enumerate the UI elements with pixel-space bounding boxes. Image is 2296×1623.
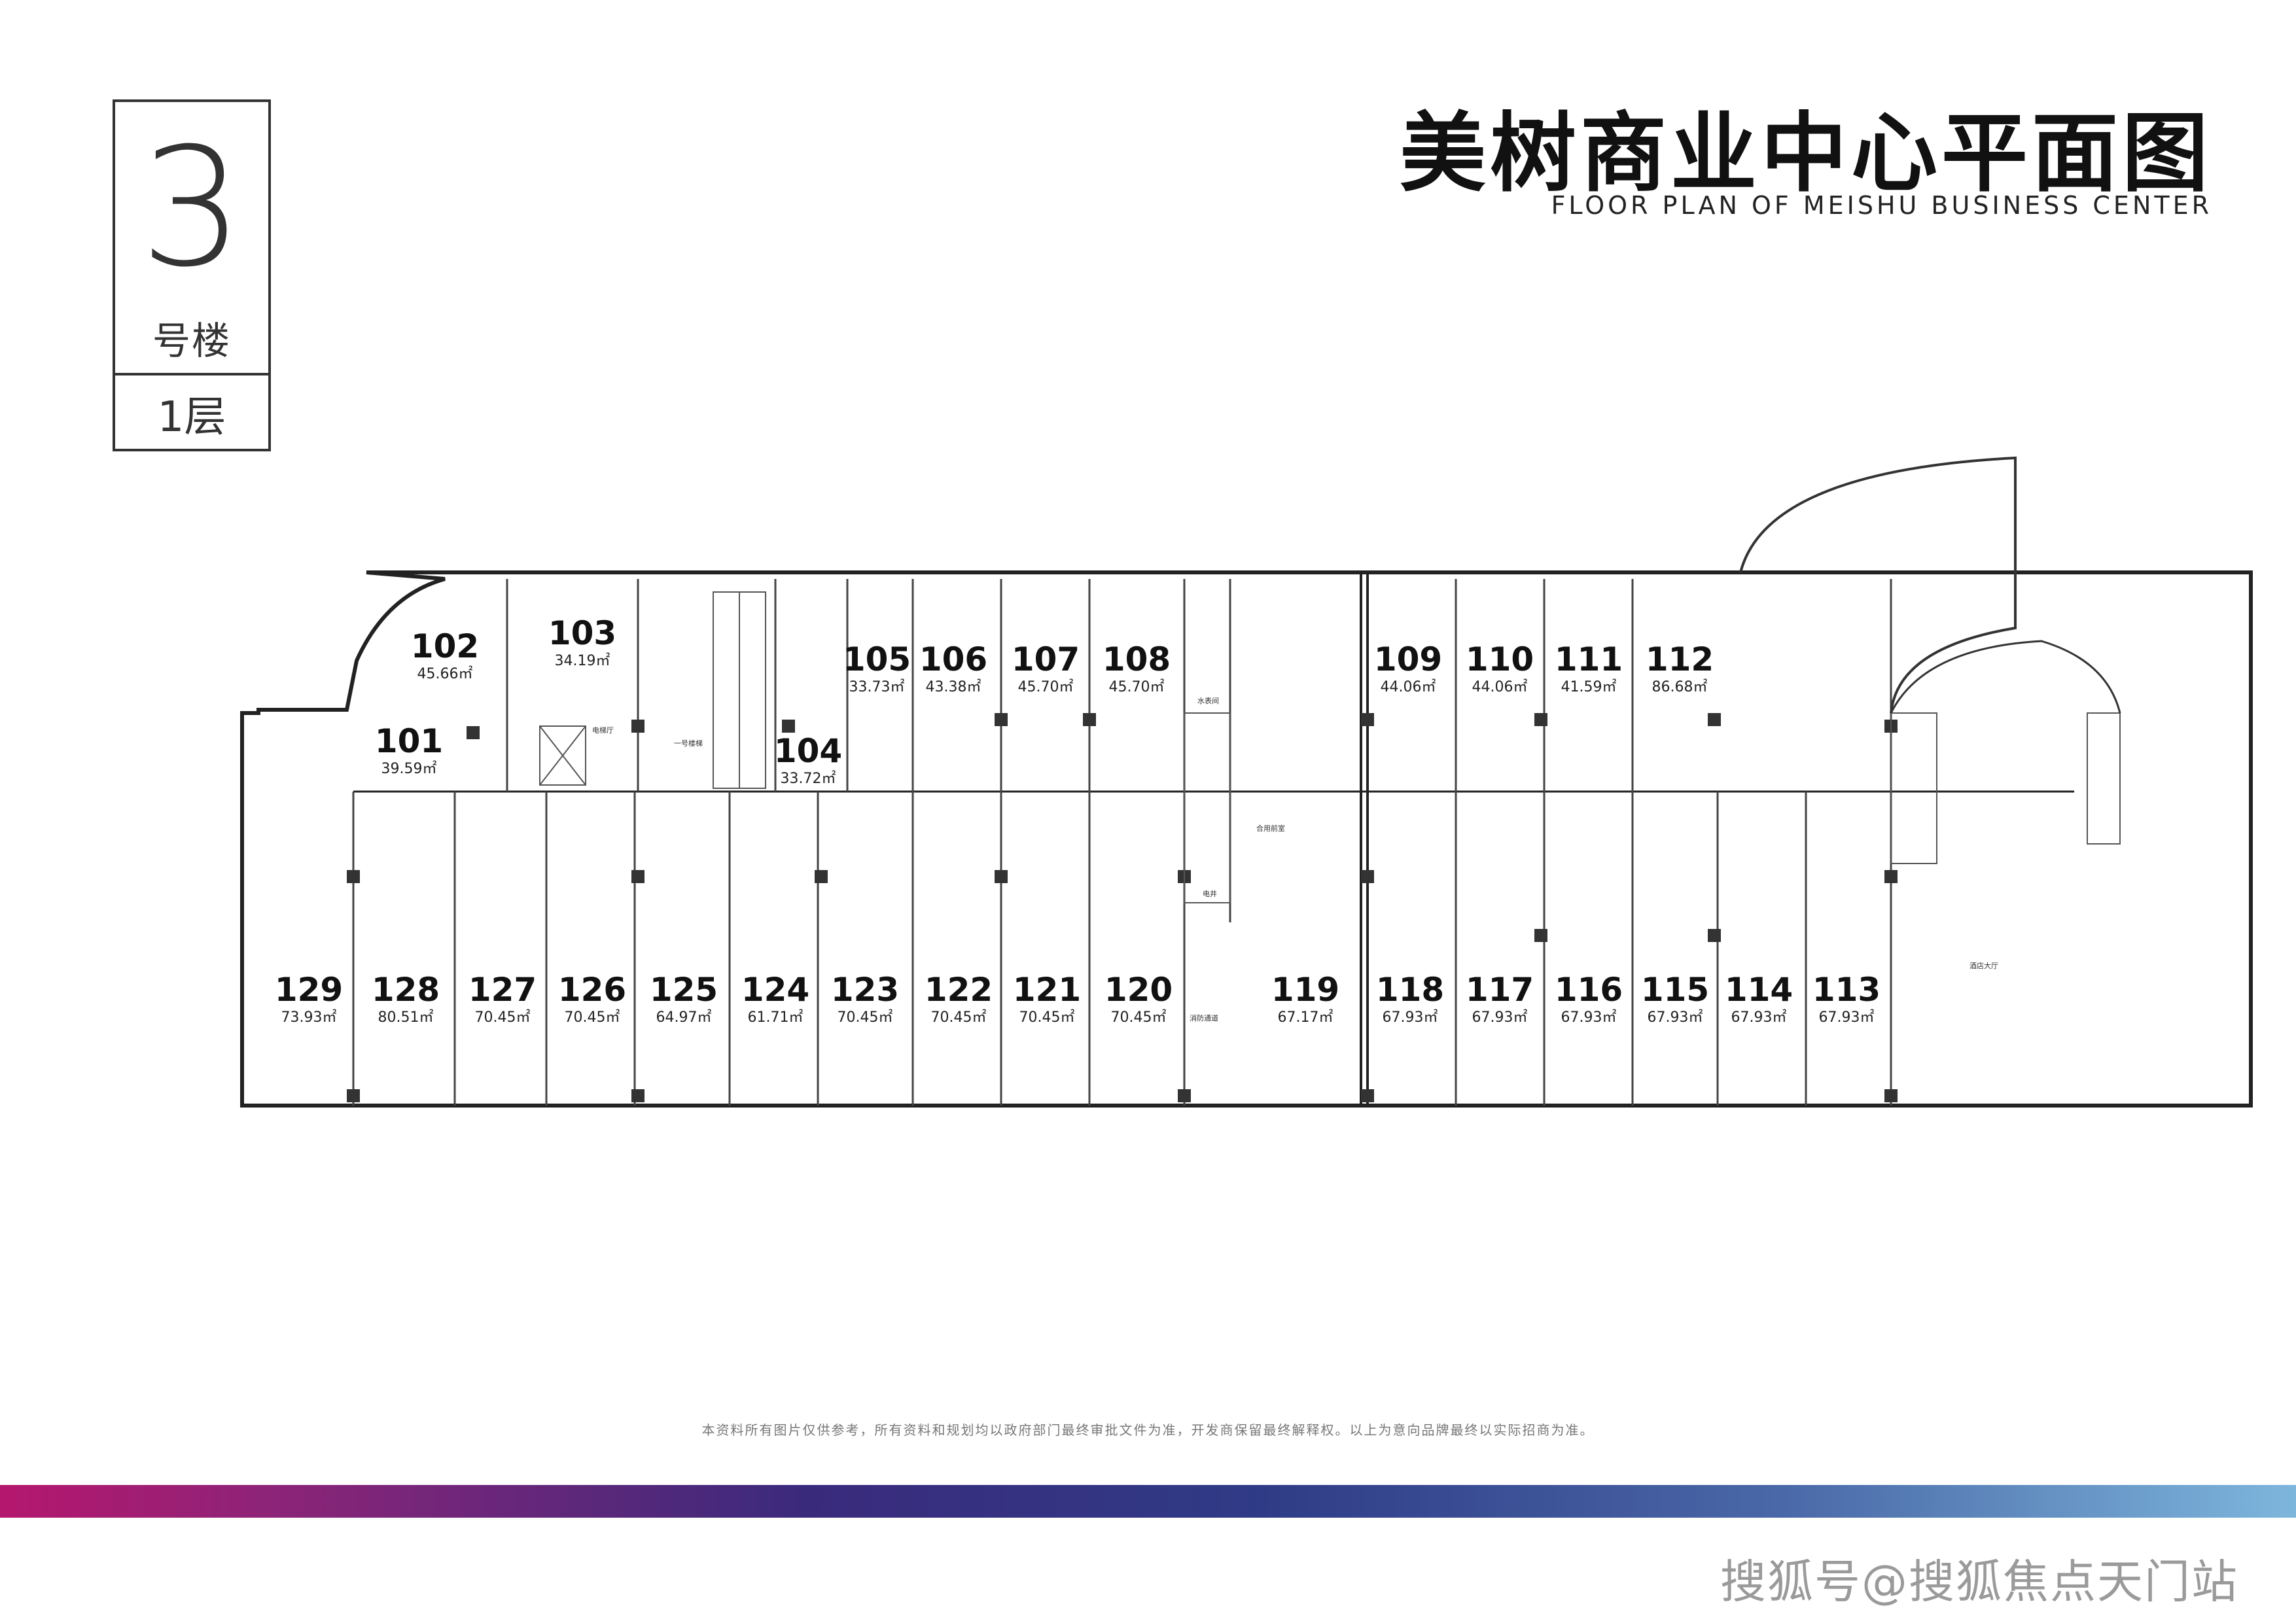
unit-area: 45.70㎡	[1109, 678, 1165, 695]
room-water: 水表间	[1197, 696, 1219, 705]
unit-number: 119	[1271, 971, 1339, 1009]
unit-number: 115	[1641, 971, 1709, 1009]
room-labels: 电梯厅 一号楼梯 水表间 合用前室 消防通道 电井 酒店大厅	[592, 696, 1998, 1022]
unit-number: 104	[774, 732, 842, 770]
unit-area: 64.97㎡	[656, 1009, 712, 1026]
unit-area: 70.45㎡	[1019, 1009, 1075, 1026]
room-shared: 合用前室	[1256, 824, 1285, 833]
page-subtitle: FLOOR PLAN OF MEISHU BUSINESS CENTER	[1551, 191, 2212, 220]
unit-area: 67.93㎡	[1561, 1009, 1617, 1026]
room-elevator-hall: 电梯厅	[592, 726, 614, 735]
watermark-text: 搜狐号@搜狐焦点天门站	[1720, 1555, 2238, 1609]
unit-area: 39.59㎡	[381, 760, 437, 777]
unit-number: 123	[831, 971, 899, 1009]
unit-number: 116	[1555, 971, 1623, 1009]
unit-number: 109	[1374, 640, 1442, 678]
unit-number: 113	[1812, 971, 1881, 1009]
unit-number: 117	[1466, 971, 1534, 1009]
page-title: 美树商业中心平面图	[1400, 103, 2212, 204]
unit-area: 67.17㎡	[1278, 1009, 1333, 1026]
unit-area: 67.93㎡	[1819, 1009, 1875, 1026]
gradient-band	[0, 1485, 2296, 1518]
unit-area: 67.93㎡	[1648, 1009, 1703, 1026]
unit-number: 112	[1646, 640, 1714, 678]
unit-number: 127	[468, 971, 537, 1009]
unit-number: 118	[1376, 971, 1444, 1009]
unit-number: 107	[1012, 640, 1080, 678]
disclaimer-text: 本资料所有图片仅供参考，所有资料和规划均以政府部门最终审批文件为准，开发商保留最…	[701, 1422, 1595, 1438]
unit-number: 105	[843, 640, 911, 678]
building-outline	[240, 570, 2253, 1108]
unit-area: 44.06㎡	[1472, 678, 1528, 695]
unit-number: 111	[1555, 640, 1623, 678]
building-number: 3	[139, 113, 244, 303]
room-elec: 电井	[1203, 889, 1217, 898]
unit-area: 70.45㎡	[931, 1009, 987, 1026]
building-unit-label: 号楼	[152, 319, 231, 363]
outer-walls	[240, 570, 2253, 1108]
unit-number: 101	[375, 722, 443, 760]
unit-number: 114	[1725, 971, 1793, 1009]
unit-number: 108	[1103, 640, 1171, 678]
room-stair: 一号楼梯	[674, 739, 703, 748]
floor-label: 1层	[157, 393, 226, 442]
unit-number: 129	[275, 971, 343, 1009]
unit-area: 70.45㎡	[565, 1009, 620, 1026]
unit-area: 61.71㎡	[748, 1009, 804, 1026]
badge-building-box: 3 号楼	[115, 102, 268, 375]
unit-area: 34.19㎡	[555, 652, 610, 669]
building-badge: 3 号楼 1层	[113, 99, 271, 451]
unit-area: 33.72㎡	[781, 770, 836, 787]
unit-number: 120	[1104, 971, 1173, 1009]
unit-area: 67.93㎡	[1383, 1009, 1438, 1026]
columns	[347, 713, 1898, 1102]
unit-area: 73.93㎡	[281, 1009, 337, 1026]
unit-area: 70.45㎡	[838, 1009, 893, 1026]
unit-number: 124	[741, 971, 809, 1009]
unit-area: 45.70㎡	[1018, 678, 1074, 695]
unit-area: 33.73㎡	[849, 678, 905, 695]
unit-area: 67.93㎡	[1731, 1009, 1787, 1026]
unit-area: 86.68㎡	[1652, 678, 1708, 695]
stair-core	[539, 591, 2121, 903]
unit-number: 121	[1013, 971, 1081, 1009]
bottom-partitions	[352, 792, 1807, 1106]
unit-area: 44.06㎡	[1381, 678, 1436, 695]
unit-number: 125	[650, 971, 718, 1009]
unit-area: 43.38㎡	[926, 678, 981, 695]
room-lobby: 酒店大厅	[1969, 961, 1998, 970]
unit-number: 106	[919, 640, 987, 678]
unit-area: 80.51㎡	[378, 1009, 434, 1026]
unit-area: 70.45㎡	[1111, 1009, 1167, 1026]
unit-number: 110	[1466, 640, 1534, 678]
unit-area: 41.59㎡	[1561, 678, 1617, 695]
unit-number: 126	[558, 971, 626, 1009]
unit-number: 102	[411, 627, 479, 665]
unit-number: 128	[372, 971, 440, 1009]
unit-area: 67.93㎡	[1472, 1009, 1528, 1026]
unit-number: 122	[925, 971, 993, 1009]
unit-area: 45.66㎡	[417, 665, 473, 682]
unit-area: 70.45㎡	[475, 1009, 531, 1026]
unit-number: 103	[548, 614, 616, 652]
room-fire-aisle: 消防通道	[1190, 1013, 1218, 1022]
round-tower	[1739, 456, 2121, 714]
